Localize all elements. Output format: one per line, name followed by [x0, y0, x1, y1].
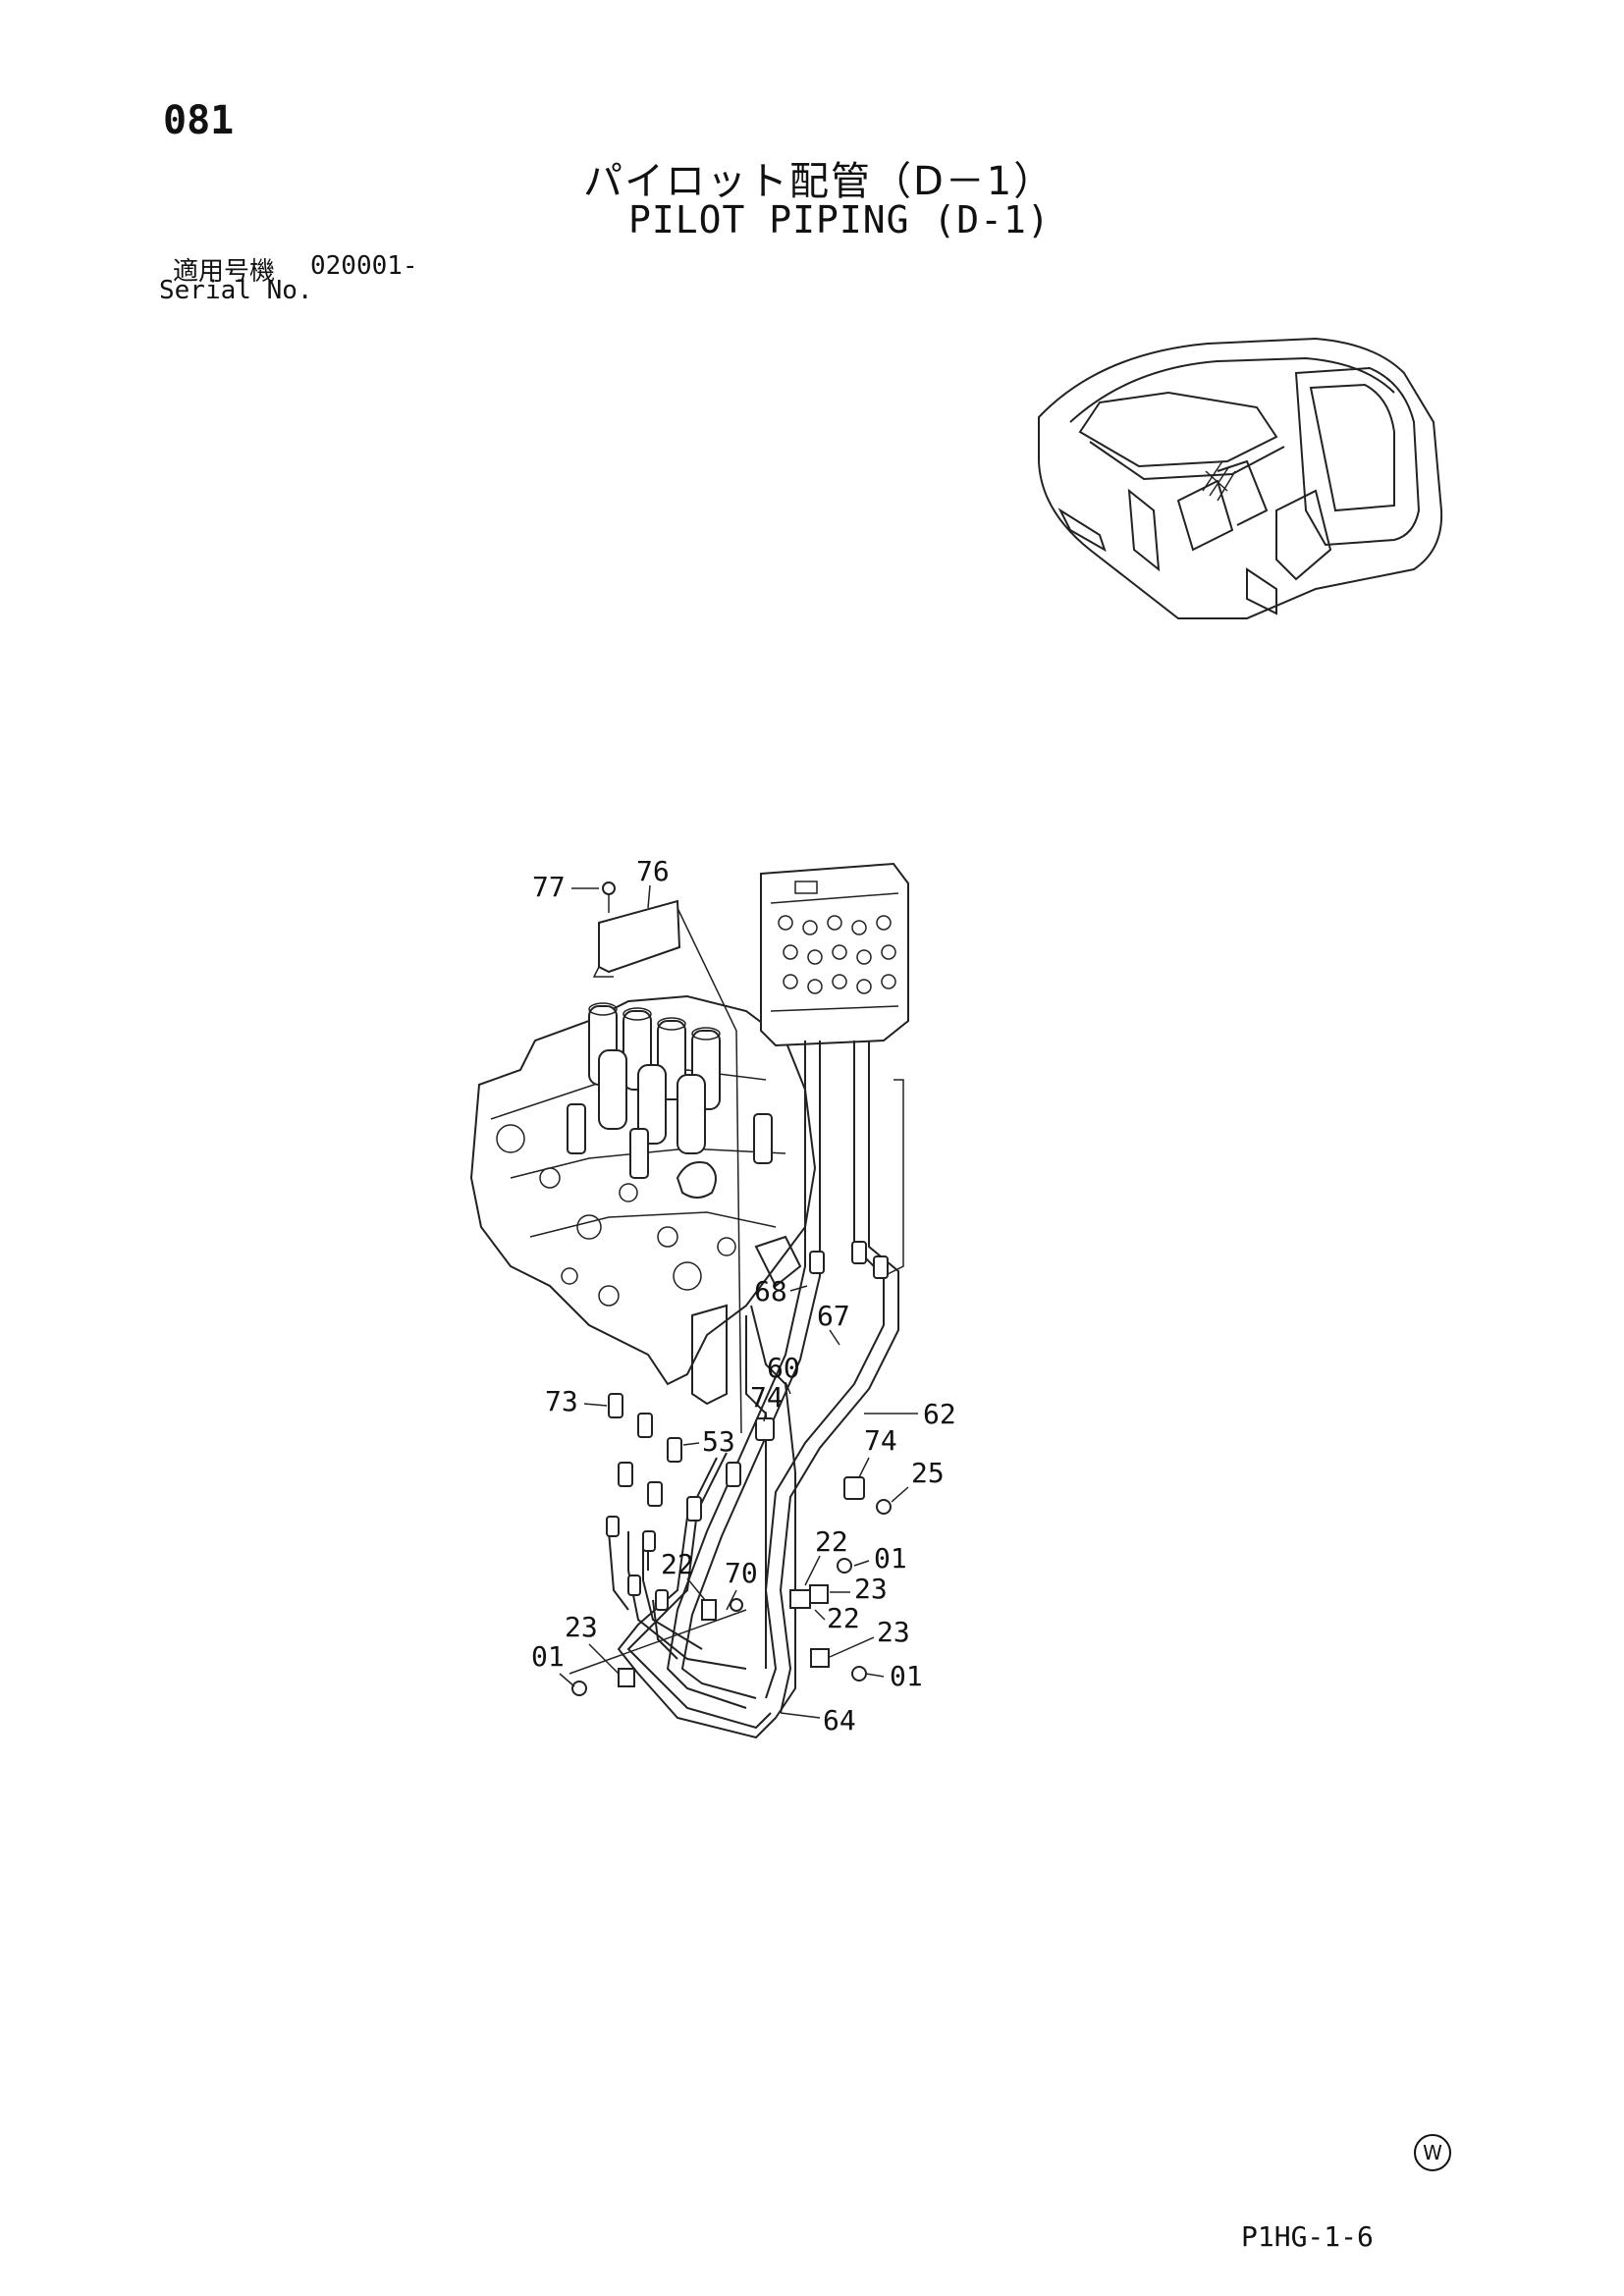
- callout-60: 60: [767, 1352, 800, 1395]
- svg-text:22: 22: [827, 1602, 860, 1634]
- drawing-code: P1HG-1-6: [1241, 2220, 1374, 2253]
- svg-text:67: 67: [817, 1300, 850, 1332]
- callout-01-upper-right: 01: [853, 1542, 907, 1575]
- page-title-japanese: パイロット配管（D－1）: [583, 159, 1056, 204]
- svg-text:74: 74: [750, 1381, 784, 1414]
- svg-text:76: 76: [636, 855, 670, 887]
- svg-text:22: 22: [661, 1548, 694, 1580]
- svg-text:74: 74: [864, 1424, 897, 1457]
- serial-label-japanese: 適用号機: [173, 257, 276, 287]
- svg-text:73: 73: [545, 1385, 578, 1417]
- svg-text:64: 64: [823, 1704, 856, 1736]
- callout-77: 77: [532, 871, 599, 903]
- callout-76: 76: [636, 855, 670, 909]
- callout-73: 73: [545, 1385, 608, 1417]
- svg-text:23: 23: [565, 1611, 598, 1643]
- callout-22-upper-right: 22: [804, 1525, 848, 1586]
- callout-labels: 77 76 68 67 60 74 73 53 62 74 25 22 01 2…: [531, 855, 956, 1736]
- callout-67: 67: [817, 1300, 850, 1346]
- callout-23-left: 23: [565, 1611, 620, 1675]
- serial-label-english: Serial No.: [159, 276, 313, 305]
- callout-74-upper: 74: [750, 1381, 784, 1422]
- svg-text:53: 53: [702, 1425, 735, 1458]
- callout-64: 64: [780, 1704, 856, 1736]
- callout-01-lower-right: 01: [865, 1660, 923, 1692]
- callout-53: 53: [682, 1425, 735, 1458]
- callout-70: 70: [725, 1557, 758, 1611]
- svg-text:23: 23: [877, 1616, 910, 1648]
- svg-text:23: 23: [854, 1573, 888, 1605]
- svg-text:25: 25: [911, 1457, 945, 1489]
- svg-text:62: 62: [923, 1398, 956, 1430]
- svg-text:68: 68: [754, 1275, 787, 1308]
- callout-25: 25: [891, 1457, 945, 1503]
- svg-text:77: 77: [532, 871, 566, 903]
- svg-text:60: 60: [767, 1352, 800, 1384]
- serial-number-value: 020001-: [310, 251, 418, 281]
- callout-74-lower: 74: [858, 1424, 897, 1478]
- svg-text:70: 70: [725, 1557, 758, 1589]
- page-number: 081: [163, 98, 235, 143]
- callout-22-left: 22: [661, 1548, 706, 1601]
- svg-text:22: 22: [815, 1525, 848, 1558]
- manufacturer-mark: W: [1414, 2134, 1451, 2171]
- page-title-english: PILOT PIPING (D-1): [628, 198, 1051, 241]
- svg-text:01: 01: [874, 1542, 907, 1575]
- svg-text:01: 01: [531, 1640, 565, 1673]
- callout-22-middle: 22: [814, 1602, 860, 1634]
- callout-23-right: 23: [829, 1616, 910, 1658]
- excavator-overview-illustration: [1038, 337, 1443, 619]
- callout-68: 68: [754, 1275, 808, 1308]
- callout-23-middle: 23: [830, 1573, 888, 1605]
- callout-62: 62: [864, 1398, 956, 1430]
- callout-01-left: 01: [531, 1640, 575, 1687]
- svg-text:01: 01: [890, 1660, 923, 1692]
